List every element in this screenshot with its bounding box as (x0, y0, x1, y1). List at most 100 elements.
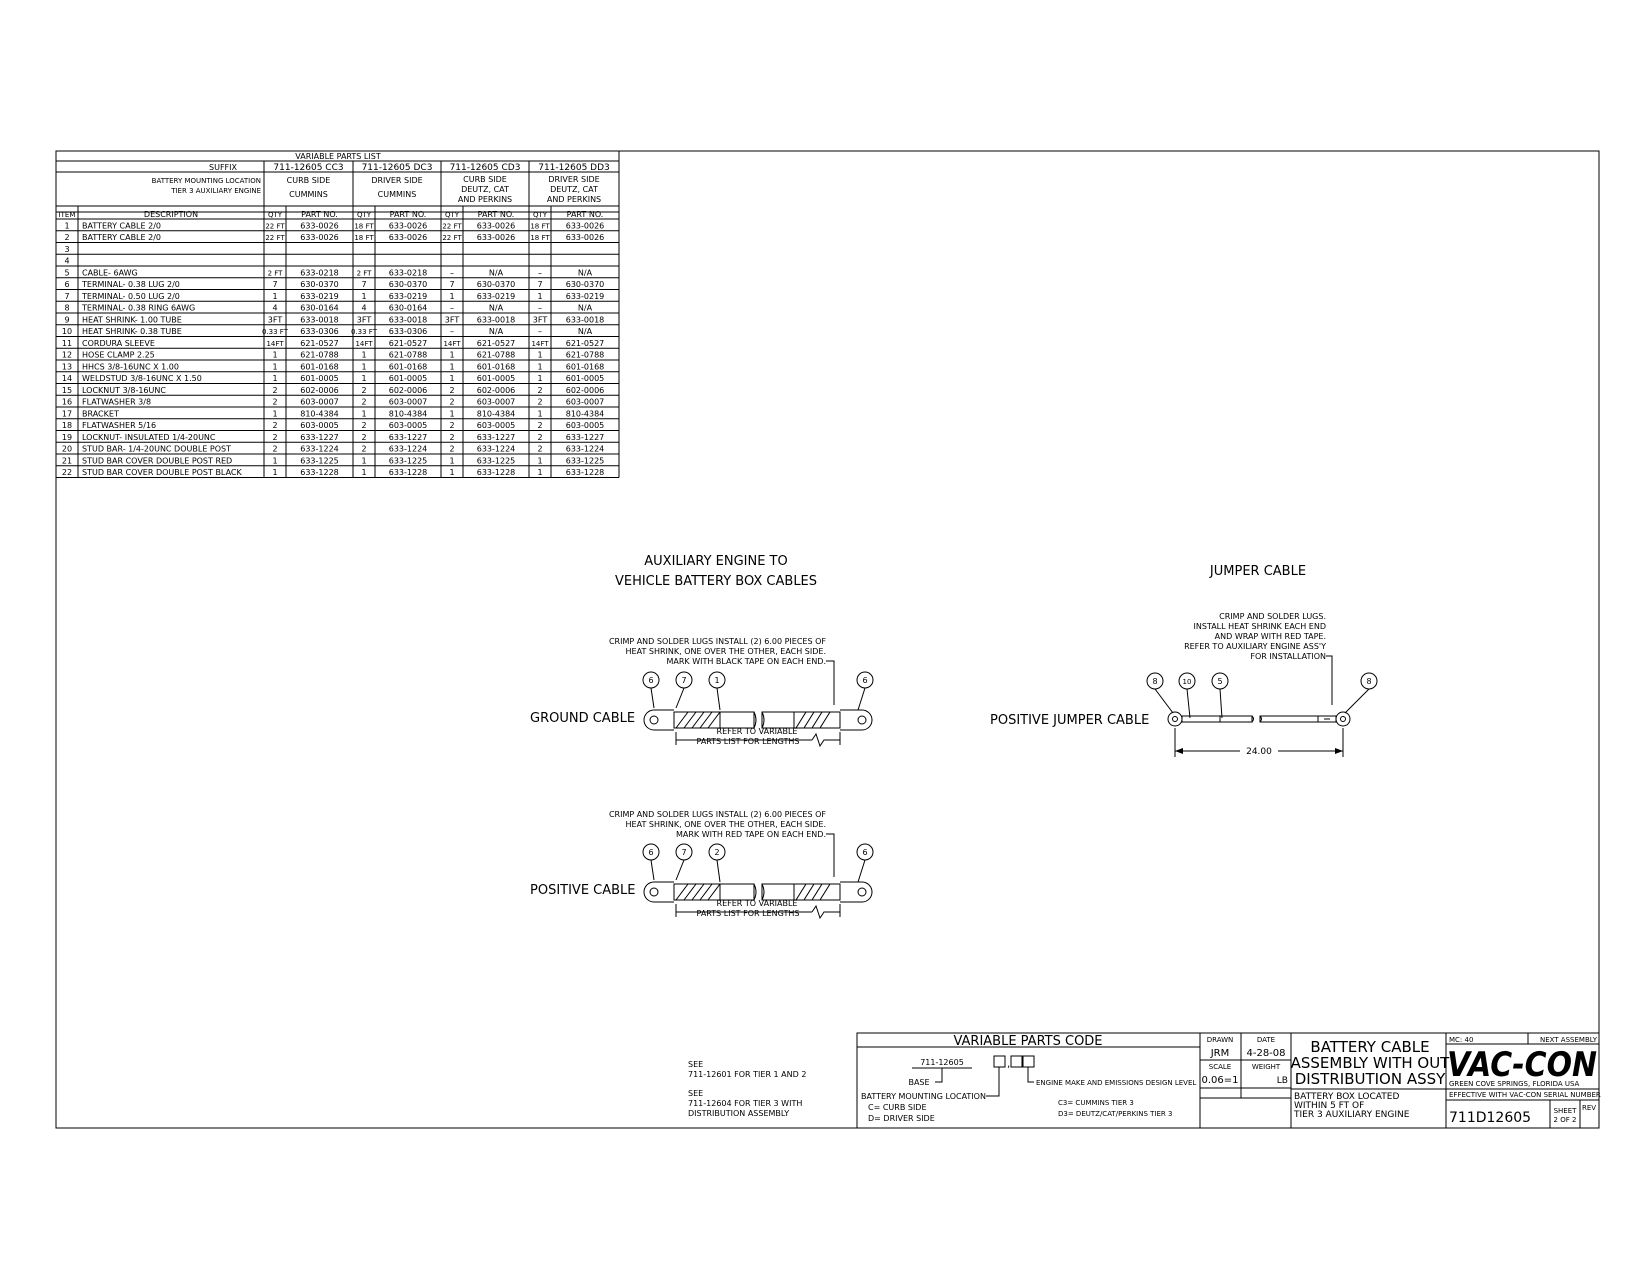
row-16-cell-2: 603-0007 (300, 398, 339, 407)
row-13-cell-6: 601-0168 (477, 362, 516, 371)
row-2-cell-6: 633-0026 (477, 233, 516, 242)
row-9-cell-5: 3FT (445, 315, 460, 324)
jumper-balloon-5-label: 5 (1217, 677, 1222, 686)
row-16-description: FLATWASHER 3/8 (82, 398, 151, 407)
row-20-cell-2: 633-1224 (300, 445, 339, 454)
ground-note-3: MARK WITH BLACK TAPE ON EACH END. (666, 657, 826, 666)
row-18-cell-7: 2 (537, 421, 542, 430)
company-location: GREEN COVE SPRINGS, FLORIDA USA (1449, 1080, 1580, 1088)
row-17-cell-2: 810-4384 (300, 409, 339, 418)
qty-header-4: QTY (533, 211, 548, 219)
drawing-border (55, 150, 1600, 1129)
row-17-cell-8: 810-4384 (566, 409, 605, 418)
row-12-cell-6: 621-0788 (477, 351, 516, 360)
row-15-cell-5: 2 (449, 386, 454, 395)
vac-con-logo: VAC-CON (1447, 1045, 1597, 1085)
part-no-header-4: PART NO. (567, 210, 604, 219)
row-9-cell-6: 633-0018 (477, 315, 516, 324)
row-8-description: TERMINAL- 0.38 RING 6AWG (81, 304, 195, 313)
description-header: DESCRIPTION (144, 210, 198, 219)
row-15-cell-2: 602-0006 (300, 386, 339, 395)
row-6-cell-1: 7 (272, 280, 277, 289)
drawn-value: JRM (1210, 1048, 1230, 1059)
row-15-description: LOCKNUT 3/8-16UNC (82, 386, 166, 395)
row-7-cell-8: 633-0219 (566, 292, 605, 301)
see-label-1: SEE (688, 1060, 703, 1069)
positive-balloon-6-right-label: 6 (862, 848, 867, 857)
row-16-item: 16 (62, 398, 72, 407)
row-22-cell-8: 633-1228 (566, 468, 605, 477)
row-5-cell-7: – (538, 268, 542, 277)
ground-balloon-7-label: 7 (681, 676, 686, 685)
jumper-note-2: INSTALL HEAT SHRINK EACH END (1194, 622, 1326, 631)
row-10-cell-3: 0.33 FT (351, 328, 378, 336)
row-12-cell-7: 1 (537, 351, 542, 360)
parts-code-location-label: BATTERY MOUNTING LOCATION (861, 1092, 986, 1101)
row-10-cell-6: N/A (489, 327, 504, 336)
ground-ref-2: PARTS LIST FOR LENGTHS (697, 737, 800, 746)
row-13-cell-8: 601-0168 (566, 362, 605, 371)
mounting-3-line-2: DEUTZ, CAT (461, 185, 509, 194)
ground-note-1: CRIMP AND SOLDER LUGS INSTALL (2) 6.00 P… (609, 637, 826, 646)
row-15-item: 15 (62, 386, 72, 395)
see-ref-2b: DISTRIBUTION ASSEMBLY (688, 1109, 789, 1118)
row-10-description: HEAT SHRINK- 0.38 TUBE (82, 327, 182, 336)
row-6-cell-5: 7 (449, 280, 454, 289)
row-14-cell-4: 601-0005 (389, 374, 428, 383)
mounting-2-line-1: DRIVER SIDE (371, 176, 422, 185)
row-17-cell-3: 1 (361, 409, 366, 418)
row-6-cell-4: 630-0370 (389, 280, 428, 289)
row-12-cell-8: 621-0788 (566, 351, 605, 360)
suffix-1: 711-12605 CC3 (273, 163, 343, 173)
row-3-item: 3 (64, 245, 69, 254)
row-17-description: BRACKET (82, 409, 119, 418)
parts-code-d-def: D= DRIVER SIDE (868, 1114, 935, 1123)
row-12-cell-1: 1 (272, 351, 277, 360)
row-2-cell-3: 18 FT (354, 234, 374, 242)
jumper-note-5: FOR INSTALLATION (1250, 652, 1326, 661)
row-8-cell-5: – (450, 304, 454, 313)
row-11-cell-3: 14FT (355, 340, 373, 348)
row-17-cell-4: 810-4384 (389, 409, 428, 418)
row-10-item: 10 (62, 327, 72, 336)
row-14-description: WELDSTUD 3/8-16UNC X 1.50 (82, 374, 202, 383)
row-14-cell-2: 601-0005 (300, 374, 339, 383)
sheet-label: SHEET (1554, 1107, 1578, 1115)
date-value: 4-28-08 (1246, 1048, 1285, 1059)
row-20-cell-3: 2 (361, 445, 366, 454)
row-8-cell-1: 4 (272, 304, 277, 313)
row-15-cell-4: 602-0006 (389, 386, 428, 395)
row-13-cell-4: 601-0168 (389, 362, 428, 371)
row-22-item: 22 (62, 468, 72, 477)
drawing-title-1: BATTERY CABLE (1310, 1038, 1429, 1056)
row-1-cell-3: 18 FT (354, 222, 374, 230)
part-no-header-2: PART NO. (390, 210, 427, 219)
row-19-cell-7: 2 (537, 433, 542, 442)
ground-balloon-6-left-label: 6 (648, 676, 653, 685)
row-22-cell-7: 1 (537, 468, 542, 477)
weight-label: WEIGHT (1252, 1063, 1281, 1071)
row-16-cell-5: 2 (449, 398, 454, 407)
suffix-4: 711-12605 DD3 (538, 163, 610, 173)
row-1-cell-6: 633-0026 (477, 221, 516, 230)
row-19-cell-2: 633-1227 (300, 433, 339, 442)
row-12-cell-4: 621-0788 (389, 351, 428, 360)
row-20-cell-4: 633-1224 (389, 445, 428, 454)
row-6-item: 6 (64, 280, 69, 289)
row-2-cell-1: 22 FT (265, 234, 285, 242)
aux-title-line-1: AUXILIARY ENGINE TO (644, 554, 787, 569)
scale-label: SCALE (1209, 1063, 1231, 1071)
row-19-cell-6: 633-1227 (477, 433, 516, 442)
next-assembly-label: NEXT ASSEMBLY (1540, 1036, 1598, 1044)
row-21-cell-5: 1 (449, 456, 454, 465)
row-11-cell-4: 621-0527 (389, 339, 428, 348)
parts-code-engine-label: ENGINE MAKE AND EMISSIONS DESIGN LEVEL (1036, 1079, 1196, 1087)
row-20-cell-7: 2 (537, 445, 542, 454)
row-19-item: 19 (62, 433, 72, 442)
row-21-cell-6: 633-1225 (477, 456, 516, 465)
row-9-item: 9 (64, 315, 69, 324)
row-20-item: 20 (62, 445, 72, 454)
row-11-cell-2: 621-0527 (300, 339, 339, 348)
row-2-cell-5: 22 FT (442, 234, 462, 242)
row-9-cell-7: 3FT (533, 315, 548, 324)
